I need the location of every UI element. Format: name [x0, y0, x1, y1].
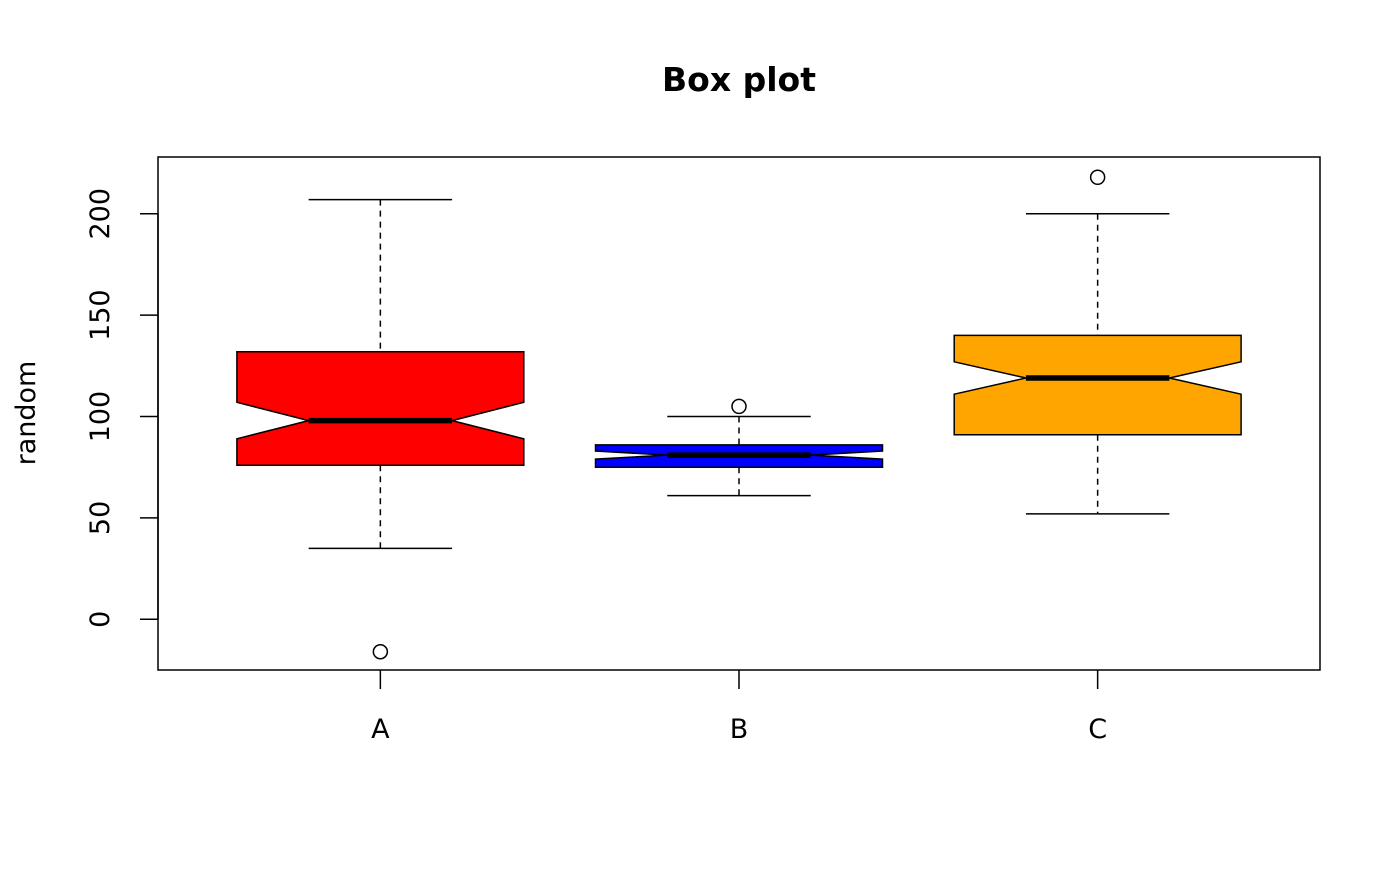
x-axis: A B C	[371, 670, 1107, 745]
outlier-point	[372, 644, 389, 660]
outlier-point	[731, 398, 747, 415]
x-tick-label: B	[730, 714, 749, 745]
y-tick-label: 50	[85, 501, 116, 535]
x-tick-label: C	[1088, 714, 1107, 745]
y-tick-label: 100	[85, 391, 116, 443]
box-body	[236, 350, 525, 466]
box-A	[236, 198, 525, 660]
y-tick-label: 150	[85, 289, 116, 341]
box-C	[953, 169, 1242, 515]
y-tick-label: 200	[85, 188, 116, 240]
box-B	[594, 398, 884, 497]
y-axis-title: random	[11, 361, 42, 466]
y-tick-label: 0	[85, 611, 116, 628]
box-body	[953, 334, 1242, 436]
y-axis: 0 50 100 150 200	[85, 188, 159, 628]
boxes-group	[236, 169, 1242, 660]
chart-title: Box plot	[662, 60, 816, 99]
x-tick-label: A	[371, 714, 390, 745]
outlier-point	[1089, 169, 1106, 186]
